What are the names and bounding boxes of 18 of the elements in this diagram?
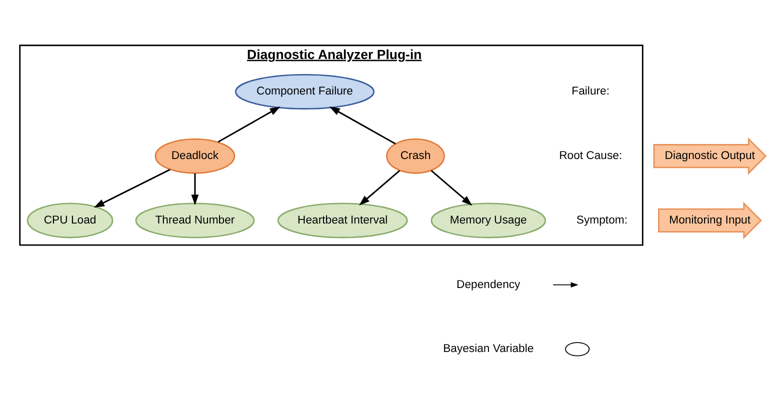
node-ellipse: CPU Load	[26, 202, 114, 238]
node-ellipse: Thread Number	[135, 202, 255, 238]
label: Symptom:	[576, 214, 628, 226]
node-ellipse: Component Failure	[234, 74, 375, 109]
legend-label: Bayesian Variable	[443, 342, 534, 355]
node-ellipse: Crash	[386, 138, 445, 174]
arrow	[218, 106, 280, 142]
legend-label: Dependency	[456, 278, 520, 290]
label: Root Cause:	[559, 150, 622, 162]
arrow	[94, 168, 170, 208]
node-ellipse: Memory Usage	[430, 202, 546, 238]
arrow	[430, 170, 472, 206]
arrow	[191, 172, 199, 205]
label: Failure:	[572, 85, 610, 98]
arrow	[358, 170, 400, 205]
arrow	[329, 106, 396, 144]
node-ellipse: Heartbeat Interval	[277, 202, 408, 238]
node-ellipse: Deadlock	[154, 138, 236, 174]
